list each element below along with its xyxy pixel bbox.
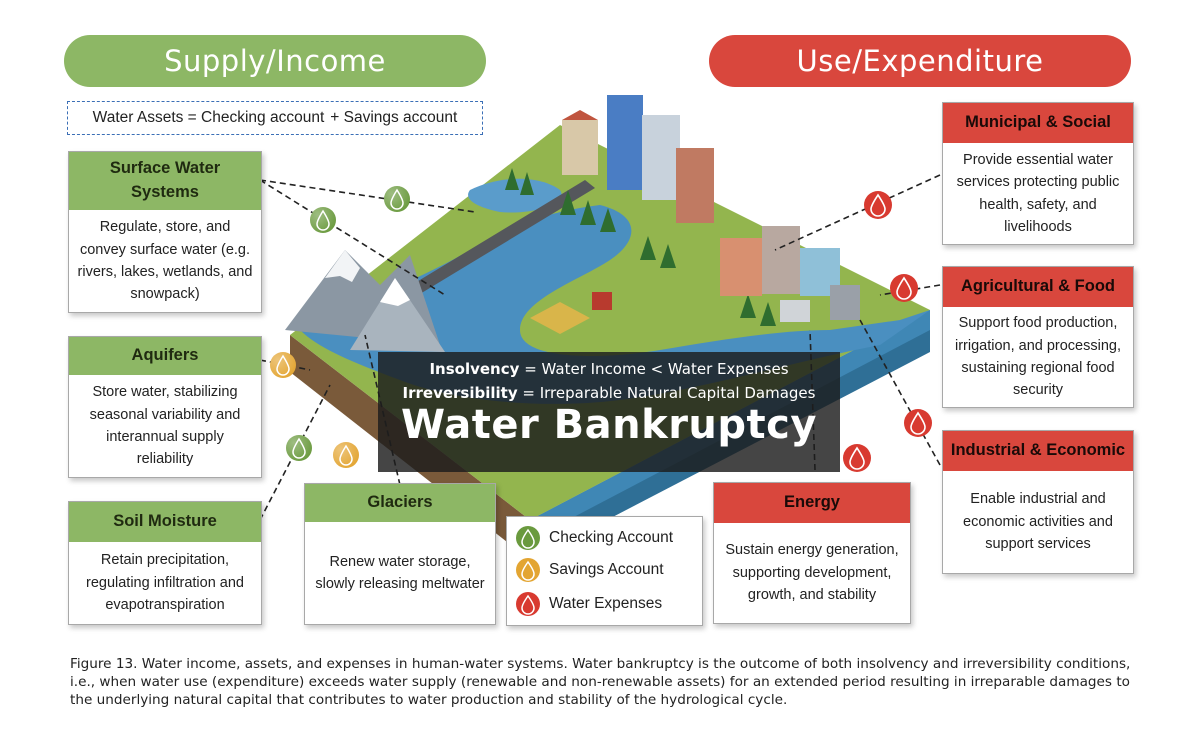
industrial-economic-body: Enable industrial and economic activitie…: [963, 491, 1113, 553]
green-drop-coin-icon: [384, 186, 410, 212]
red-drop-icon: [904, 409, 932, 437]
mountain-small: [350, 278, 445, 352]
water-bankruptcy-title: Water Bankruptcy: [401, 402, 817, 448]
figure-caption: Figure 13. Water income, assets, and exp…: [70, 655, 1150, 709]
legend-item-savings: Savings Account: [515, 555, 664, 585]
aquifers-card: Aquifers Store water, stabilizing season…: [68, 336, 262, 478]
legend: Checking Account Savings Account Water E…: [506, 516, 703, 626]
glaciers-title: Glaciers: [305, 484, 495, 522]
water-bankruptcy-panel: Insolvency = Water Income < Water Expens…: [378, 352, 840, 472]
mountain-snow: [325, 250, 360, 282]
barn: [592, 292, 612, 310]
lake: [468, 178, 562, 213]
legend-item-checking: Checking Account: [515, 523, 673, 553]
trees: [505, 168, 776, 326]
green-drop-coin-icon: [286, 435, 312, 461]
yellow-drop-coin-icon: [270, 352, 296, 378]
insolvency-term: Insolvency: [429, 360, 520, 378]
energy-title: Energy: [714, 483, 910, 523]
green-drop-coin-icon: [516, 526, 540, 550]
mountain-small-snow: [380, 278, 410, 306]
legend-label-expenses: Water Expenses: [549, 595, 663, 612]
red-drop-icon: [890, 274, 918, 302]
irreversibility-line: Irreversibility = Irreparable Natural Ca…: [378, 384, 840, 402]
municipal-social-body: Provide essential water services protect…: [956, 151, 1120, 235]
surface-water-card: Surface Water Systems Regulate, store, a…: [68, 151, 262, 313]
soil-moisture-card: Soil Moisture Retain precipitation, regu…: [68, 501, 262, 625]
city-buildings: [562, 95, 860, 322]
surface-water-body: Regulate, store, and convey surface wate…: [77, 219, 253, 303]
municipal-social-card: Municipal & Social Provide essential wat…: [942, 102, 1134, 245]
aquifers-title: Aquifers: [69, 337, 261, 375]
aquifers-body: Store water, stabilizing seasonal variab…: [89, 384, 241, 468]
municipal-social-title: Municipal & Social: [943, 103, 1133, 143]
irreversibility-definition: = Irreparable Natural Capital Damages: [522, 384, 816, 402]
legend-label-savings: Savings Account: [549, 561, 664, 578]
water-assets-equation: Water Assets = Checking account + Saving…: [67, 101, 483, 135]
insolvency-definition: = Water Income < Water Expenses: [524, 360, 789, 378]
glaciers-body: Renew water storage, slowly releasing me…: [315, 553, 485, 592]
figure-label: Figure 13.: [70, 656, 138, 672]
green-drop-coin-icon: [310, 207, 336, 233]
red-drop-icon: [516, 592, 540, 616]
soil-moisture-body: Retain precipitation, regulating infiltr…: [86, 552, 244, 614]
agricultural-food-card: Agricultural & Food Support food product…: [942, 266, 1134, 408]
supply-income-header: Supply/Income: [64, 35, 486, 87]
assets-equation-right: + Savings account: [330, 109, 458, 126]
yellow-drop-coin-icon: [516, 558, 540, 582]
agricultural-food-title: Agricultural & Food: [943, 267, 1133, 307]
red-drop-icon: [843, 444, 871, 472]
farm-field: [530, 302, 590, 334]
red-drop-icon: [864, 191, 892, 219]
irreversibility-term: Irreversibility: [402, 384, 518, 402]
energy-card: Energy Sustain energy generation, suppor…: [713, 482, 911, 624]
insolvency-line: Insolvency = Water Income < Water Expens…: [378, 360, 840, 378]
glaciers-card: Glaciers Renew water storage, slowly rel…: [304, 483, 496, 625]
surface-water-title: Surface Water Systems: [69, 152, 261, 210]
assets-equation-left: Water Assets = Checking account: [92, 109, 325, 126]
figure-caption-text: Water income, assets, and expenses in hu…: [70, 656, 1131, 708]
energy-body: Sustain energy generation, supporting de…: [725, 542, 899, 604]
industrial-economic-title: Industrial & Economic: [943, 431, 1133, 471]
yellow-drop-coin-icon: [333, 442, 359, 468]
use-expenditure-header: Use/Expenditure: [709, 35, 1131, 87]
bridge: [400, 180, 595, 300]
legend-label-checking: Checking Account: [549, 529, 674, 546]
legend-item-expenses: Water Expenses: [515, 589, 662, 619]
soil-moisture-title: Soil Moisture: [69, 502, 261, 542]
agricultural-food-body: Support food production, irrigation, and…: [954, 315, 1122, 399]
industrial-economic-card: Industrial & Economic Enable industrial …: [942, 430, 1134, 574]
